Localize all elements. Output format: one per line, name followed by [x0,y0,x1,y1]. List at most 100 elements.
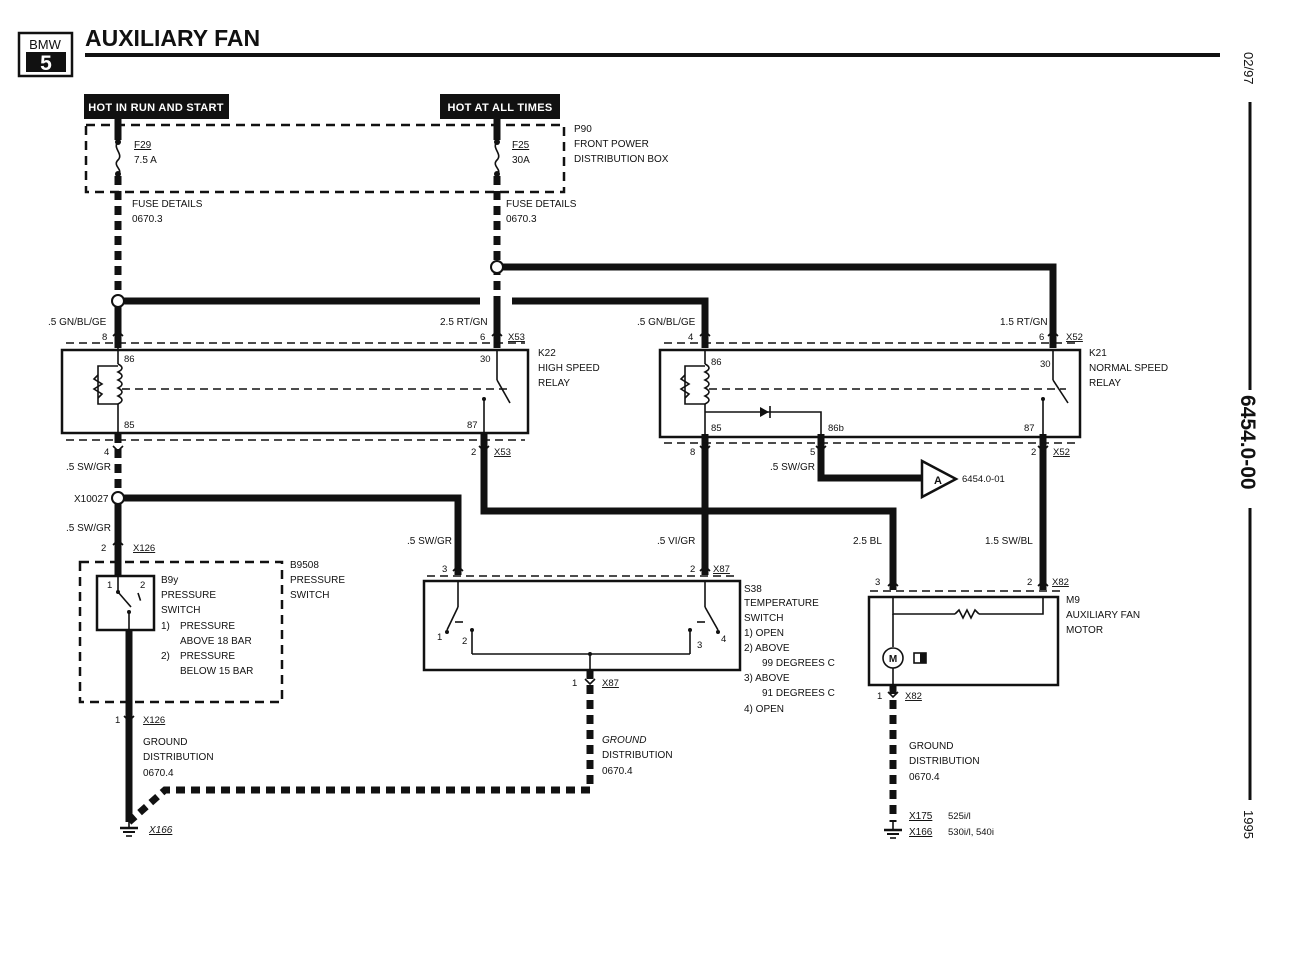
fuse-f29: F29 7.5 A [114,119,157,177]
pressure-conn-pin-2: 2 [101,543,106,554]
wire-label-sw-gr-2: .5 SW/GR [66,523,111,534]
side-page-code: 6454.0-00 [1236,395,1259,490]
diode-icon [760,407,769,417]
temp-switch-id: S38 [744,584,762,595]
ground-left-label-2: DISTRIBUTION [143,752,214,763]
k21-conn-pin-8: 8 [690,447,695,458]
k22-pin-86: 86 [124,354,135,365]
k22-pin-87: 87 [467,420,478,431]
wire-label-rt-gn-25: 2.5 RT/GN [440,317,488,328]
k21-pin-87: 87 [1024,423,1035,434]
ground-mid-label-1: GROUND [602,735,646,746]
connector-rails [66,342,1077,592]
temp-conn-pin-1: 1 [572,678,577,689]
ground-right-x175-models: 525i/l [948,811,971,822]
k21-pin-85: 85 [711,423,722,434]
k21-conn-in: X52 [1066,332,1083,343]
k22-conn-pin-6: 6 [480,332,485,343]
pressure-note-2-b: BELOW 15 BAR [180,666,253,677]
fuse-f25-id: F25 [512,140,530,151]
pressure-conn: X126 [133,543,155,554]
temp-switch-name-2: SWITCH [744,613,783,624]
wire-label-bl: 2.5 BL [853,536,882,547]
motor-symbol: M [889,654,897,665]
k22-name-2: RELAY [538,378,570,389]
motor-name-1: AUXILIARY FAN [1066,610,1140,621]
pressure-note-2-num: 2) [161,651,170,662]
side-margin: 02/97 6454.0-00 1995 [1236,52,1259,839]
fuse-f25-rating: 30A [512,155,530,166]
fuse-box-outline [84,123,566,194]
ground-right-ref: 0670.4 [909,772,940,783]
ground-right-x175: X175 [909,811,933,822]
k21-pin-30: 30 [1040,359,1051,370]
temp-conn-bottom: X87 [602,678,619,689]
temp-sw-4: 4 [721,634,726,645]
fuse-ref-left: 0670.3 [132,214,163,225]
wire-label-sw-gr-4: .5 SW/GR [770,462,815,473]
fuse-ref-right: 0670.3 [506,214,537,225]
pressure-switch-name-2: SWITCH [161,605,200,616]
side-year: 1995 [1241,810,1256,839]
temp-note-1: 1) OPEN [744,628,784,639]
pressure-note-1-a: PRESSURE [180,621,235,632]
motor-conn-pin-3: 3 [875,577,880,588]
temp-switch-name-1: TEMPERATURE [744,598,819,609]
fuse-f29-id: F29 [134,140,152,151]
temp-note-2a: 2) ABOVE [744,643,790,654]
wire-label-gn-bl-ge-left: .5 GN/BL/GE [48,317,107,328]
k22-pin-85: 85 [124,420,135,431]
k22-conn-pin-4: 4 [104,447,109,458]
wire-label-sw-gr-3: .5 SW/GR [407,536,452,547]
page-title: AUXILIARY FAN [85,25,260,51]
pressure-conn-bottom: X126 [143,715,165,726]
pressure-note-2-a: PRESSURE [180,651,235,662]
k21-name-1: NORMAL SPEED [1089,363,1168,374]
pressure-assembly-name-2: SWITCH [290,590,329,601]
ground-right: GROUND DISTRIBUTION 0670.4 X175 525i/l X… [884,741,994,839]
temp-note-3b: 91 DEGREES C [762,688,835,699]
pressure-switch-id: B9y [161,575,178,586]
fuse-f29-rating: 7.5 A [134,155,157,166]
ground-left: GROUND DISTRIBUTION 0670.4 X166 [120,737,214,837]
splice-run-start [111,294,125,308]
pressure-note-1-num: 1) [161,621,170,632]
temp-note-4: 4) OPEN [744,704,784,715]
reference-a-page: 6454.0-01 [962,474,1005,485]
fuse-f25: F25 30A [493,119,530,177]
ground-left-ref: 0670.4 [143,768,174,779]
k21-conn-pin-5: 5 [810,447,815,458]
temp-sw-3: 3 [697,640,702,651]
ground-right-label-1: GROUND [909,741,953,752]
k21-id: K21 [1089,348,1107,359]
ground-mid: GROUND DISTRIBUTION 0670.4 [602,735,673,777]
temp-sw-2: 2 [462,636,467,647]
fuse-box-id: P90 [574,124,592,135]
motor-conn-bottom: X82 [905,691,922,702]
k22-pin-30: 30 [480,354,491,365]
motor-conn: X82 [1052,577,1069,588]
motor-id: M9 [1066,595,1080,606]
wires [114,176,1057,825]
temp-note-2b: 99 DEGREES C [762,658,835,669]
fuse-box-name-2: DISTRIBUTION BOX [574,154,669,165]
side-date: 02/97 [1241,52,1256,85]
bmw-logo: BMW 5 [17,31,74,78]
ground-left-id: X166 [148,825,173,836]
k21-conn-pin-2: 2 [1031,447,1036,458]
connector-arrows [112,329,1059,723]
pressure-assembly-id: B9508 [290,560,319,571]
wire-label-sw-gr-1: .5 SW/GR [66,462,111,473]
k22-name-1: HIGH SPEED [538,363,600,374]
logo-series: 5 [40,52,52,75]
pressure-sw-pin-1: 1 [107,580,112,591]
ground-mid-label-2: DISTRIBUTION [602,750,673,761]
wire-label-vi-gr: .5 VI/GR [657,536,695,547]
motor-conn-pin-1: 1 [877,691,882,702]
relay-k21: 86 85 86b 30 87 K21 NORMAL SPEED RELAY 4… [658,332,1168,458]
relay-k22: 86 85 30 87 K22 HIGH SPEED RELAY 8 6 X53… [60,332,600,458]
wire-label-rt-gn-15: 1.5 RT/GN [1000,317,1048,328]
motor-name-2: MOTOR [1066,625,1103,636]
logo-text: BMW [29,37,62,52]
